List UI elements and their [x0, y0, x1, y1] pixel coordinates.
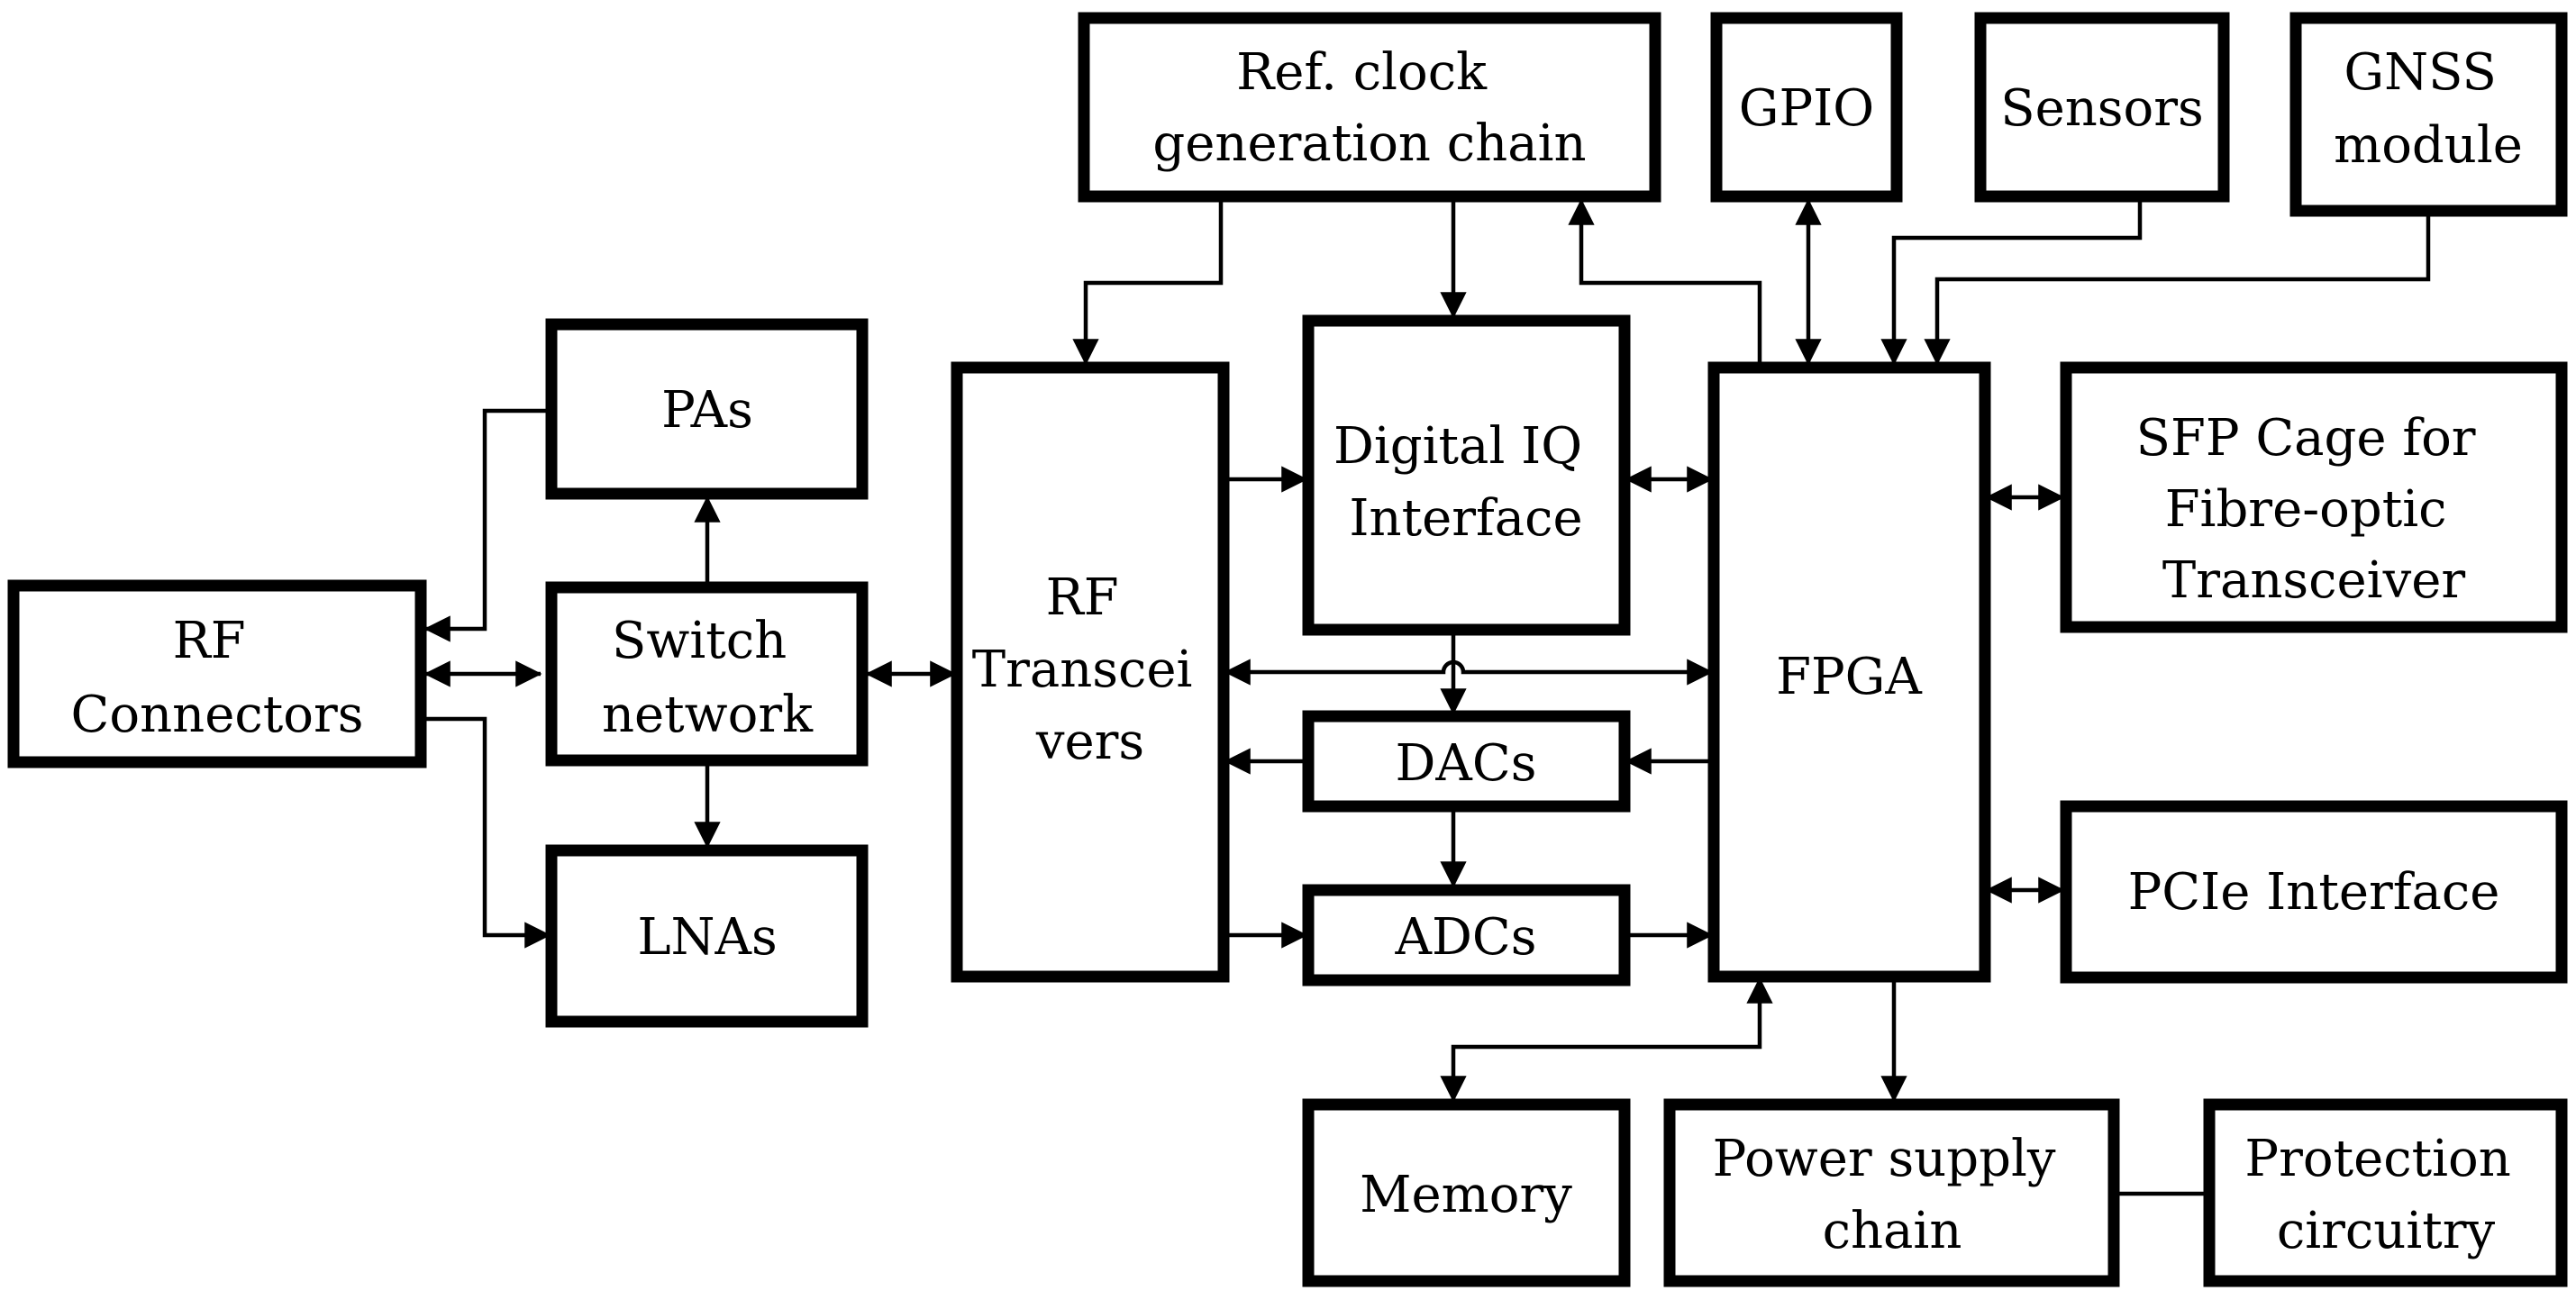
digital-iq-block: Digital IQ Interface — [1302, 314, 1631, 636]
rf-connectors-label: RF Connectors — [71, 612, 364, 744]
protection-label: Protection circuitry — [2244, 1130, 2526, 1260]
rf-transceivers-label: RF Transcei vers — [972, 568, 1209, 771]
fpga-label: FPGA — [1776, 648, 1922, 706]
pas-label: PAs — [661, 381, 753, 440]
sfp-label: SFP Cage for Fibre-optic Transceiver — [2136, 409, 2492, 610]
refclk-rftrx-link — [1072, 200, 1224, 366]
fpga-block: FPGA — [1707, 361, 1991, 983]
fpga-memory-link — [1440, 977, 1773, 1103]
adcs-label: ADCs — [1395, 908, 1537, 967]
pcie-block: PCIe Interface — [2060, 800, 2568, 984]
adcs-block: ADCs — [1302, 884, 1631, 986]
pcie-label: PCIe Interface — [2128, 863, 2500, 922]
gnss-block: GNSS module — [2289, 12, 2568, 217]
lnas-label: LNAs — [637, 908, 777, 967]
gnss-fpga-link — [1924, 214, 2431, 366]
sensors-fpga-link — [1880, 200, 2143, 366]
power-supply-label: Power supply chain — [1713, 1130, 2072, 1260]
connections — [423, 198, 2431, 1196]
sfp-block: SFP Cage for Fibre-optic Transceiver — [2060, 361, 2568, 633]
switch-network-block: Switch network — [545, 581, 869, 767]
power-supply-block: Power supply chain — [1663, 1098, 2120, 1287]
gpio-label: GPIO — [1739, 79, 1874, 138]
lnas-block: LNAs — [545, 844, 869, 1028]
sensors-label: Sensors — [2000, 79, 2204, 138]
pas-block: PAs — [545, 318, 869, 500]
rf-transceivers-block: RF Transcei vers — [951, 361, 1230, 983]
fpga-refclk-link — [1568, 198, 1762, 364]
rfconn-lnas-link — [425, 716, 551, 949]
dacs-block: DACs — [1302, 710, 1631, 813]
sensors-block: Sensors — [1974, 12, 2230, 203]
rf-connectors-block: RF Connectors — [7, 579, 427, 768]
gnss-label: GNSS module — [2334, 43, 2523, 175]
ref-clock-block: Ref. clock generation chain — [1078, 12, 1661, 203]
dacs-label: DACs — [1396, 734, 1537, 793]
memory-label: Memory — [1360, 1166, 1572, 1224]
rftrx-fpga-link — [1224, 659, 1714, 686]
memory-block: Memory — [1302, 1098, 1631, 1287]
pas-rfconn-link — [423, 408, 550, 642]
protection-block: Protection circuitry — [2203, 1098, 2568, 1287]
digital-iq-label: Digital IQ Interface — [1334, 417, 1598, 548]
gpio-block: GPIO — [1710, 12, 1903, 203]
switch-network-label: Switch network — [602, 612, 814, 744]
ref-clock-label: Ref. clock generation chain — [1152, 43, 1586, 173]
